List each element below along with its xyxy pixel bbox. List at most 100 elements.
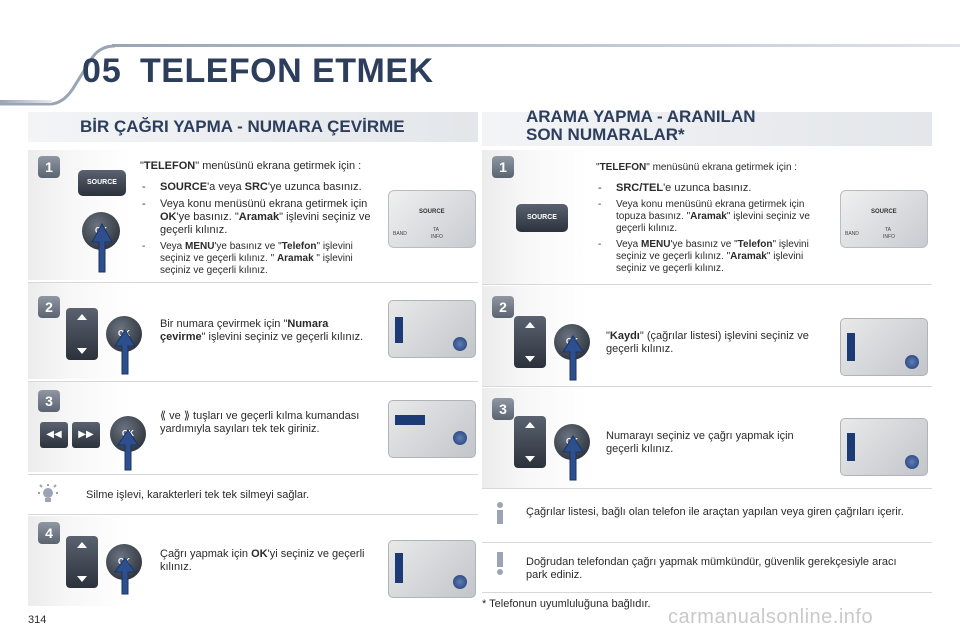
left-step3-number: 3 — [38, 390, 60, 412]
radio-source-label: SOURCE — [871, 209, 897, 215]
forward-glyph-icon: ⟫ — [183, 410, 190, 422]
info-icon — [497, 502, 503, 524]
warning-exclamation-icon — [497, 552, 503, 575]
left-section-band — [28, 112, 478, 142]
right-step3-number: 3 — [492, 398, 514, 420]
left-step1-bullet1: SOURCE'a veya SRC'ye uzunca basınız. — [140, 181, 380, 194]
right-step3-up-down-key — [514, 416, 546, 468]
forward-icon: ▶▶ — [78, 429, 94, 440]
left-step2-text: Bir numara çevirmek için "Numara çevirme… — [160, 318, 364, 343]
left-step4-arrow-icon — [114, 557, 136, 595]
right-info1-text: Çağrılar listesi, bağlı olan telefon ile… — [526, 506, 904, 518]
left-step1-row — [28, 150, 478, 283]
keypad-dial — [905, 455, 919, 469]
lightbulb-icon — [38, 484, 58, 502]
right-step2-keypad — [840, 318, 928, 376]
right-step1-row — [482, 150, 932, 285]
header-curve — [0, 44, 116, 106]
keypad-highlight — [395, 317, 403, 343]
left-step2-row — [28, 283, 478, 382]
down-arrow-icon — [77, 576, 87, 582]
left-step3-row — [28, 382, 478, 475]
left-step1-text: "TELEFON" menüsünü ekrana getirmek için … — [140, 160, 380, 281]
right-step3-text: Numarayı seçiniz ve çağrı yapmak için ge… — [606, 430, 794, 455]
right-step1-text: "TELEFON" menüsünü ekrana getirmek için … — [596, 162, 828, 279]
left-step4-keypad — [388, 540, 476, 598]
keypad-dial — [453, 337, 467, 351]
left-tip-text: Silme işlevi, karakterleri tek tek silme… — [86, 489, 310, 501]
up-arrow-icon — [525, 322, 535, 328]
right-step2-arrow-icon — [562, 335, 584, 381]
right-section-title-line2: SON NUMARALAR* — [526, 125, 685, 144]
radio-info-label: INFO — [883, 234, 895, 240]
right-section-band — [482, 112, 932, 146]
radio-ta-label: TA — [885, 227, 892, 233]
left-step4-number: 4 — [38, 522, 60, 544]
right-step1-bullet1: SRC/TEL'e uzunca basınız. — [596, 182, 828, 195]
left-tip-row — [28, 474, 478, 515]
left-step1-radio-panel: SOURCE BAND TA INFO — [388, 190, 476, 248]
right-step1-number: 1 — [492, 156, 514, 178]
keypad-highlight — [395, 415, 425, 425]
right-section-title-line1: ARAMA YAPMA - ARANILAN — [526, 107, 756, 126]
right-step2-text: "Kaydı" (çağrılar listesi) işlevini seçi… — [606, 330, 809, 355]
keypad-dial — [905, 355, 919, 369]
right-step2-row — [482, 286, 932, 387]
right-step1-source-key: SOURCE — [516, 204, 568, 232]
rewind-icon: ◀◀ — [46, 429, 62, 440]
down-arrow-icon — [525, 456, 535, 462]
right-step1-intro: "TELEFON" menüsünü ekrana getirmek için … — [596, 162, 798, 173]
left-step4-text: Çağrı yapmak için OK'yi seçiniz ve geçer… — [160, 548, 365, 573]
right-step2-number: 2 — [492, 296, 514, 318]
keypad-highlight — [847, 333, 855, 361]
right-info2-text: Doğrudan telefondan çağrı yapmak mümkünd… — [526, 556, 897, 581]
keypad-dial — [453, 575, 467, 589]
keypad-dial — [453, 431, 467, 445]
left-step2-keypad — [388, 300, 476, 358]
header-rule — [0, 100, 52, 103]
left-step1-number: 1 — [38, 156, 60, 178]
chapter-title: TELEFON ETMEK — [140, 52, 434, 90]
left-step3-keypad — [388, 400, 476, 458]
right-step1-bullet3: Veya MENU'ye basınız ve "Telefon" işlevi… — [596, 239, 828, 275]
up-arrow-icon — [77, 542, 87, 548]
right-step3-arrow-icon — [562, 435, 584, 481]
right-step1-radio-panel: SOURCE BAND TA INFO — [840, 190, 928, 248]
source-key-label: SOURCE — [527, 214, 557, 221]
left-step3-rewind-key: ◀◀ — [40, 422, 68, 448]
source-key-label: SOURCE — [87, 179, 117, 186]
radio-info-label: INFO — [431, 234, 443, 240]
rewind-glyph-icon: ⟪ — [160, 410, 167, 422]
left-step1-bullet2: Veya konu menüsünü ekrana getirmek için … — [140, 198, 380, 237]
page-number: 314 — [28, 614, 47, 626]
left-step1-arrow-icon — [91, 222, 113, 273]
chapter-number: 05 — [82, 52, 122, 90]
right-step1-bullet2: Veya konu menüsünü ekrana getirmek için … — [596, 199, 828, 235]
footnote: * Telefonun uyumluluğuna bağlıdır. — [482, 598, 651, 610]
right-step3-row — [482, 388, 932, 489]
left-step3-arrow-icon — [117, 429, 139, 471]
right-step3-keypad — [840, 418, 928, 476]
left-step4-up-down-key — [66, 536, 98, 588]
right-info1-row — [482, 490, 932, 543]
right-info2-row — [482, 544, 932, 593]
left-step2-arrow-icon — [114, 329, 136, 375]
left-section-title: BİR ÇAĞRI YAPMA - NUMARA ÇEVİRME — [80, 117, 405, 136]
left-step1-bullet3: Veya MENU'ye basınız ve "Telefon" işlevi… — [140, 241, 380, 277]
radio-band-label: BAND — [393, 231, 407, 237]
header-top-rule — [112, 44, 960, 47]
left-step3-forward-key: ▶▶ — [72, 422, 100, 448]
up-arrow-icon — [77, 314, 87, 320]
right-step2-up-down-key — [514, 316, 546, 368]
up-arrow-icon — [525, 422, 535, 428]
left-step1-intro: "TELEFON" menüsünü ekrana getirmek için … — [140, 160, 362, 172]
left-step2-number: 2 — [38, 296, 60, 318]
left-step3-text: ⟪ ve ⟫ tuşları ve geçerli kılma kumandas… — [160, 410, 360, 435]
radio-source-label: SOURCE — [419, 209, 445, 215]
left-step2-up-down-key — [66, 308, 98, 360]
down-arrow-icon — [525, 356, 535, 362]
watermark-text: carmanualsonline.info — [668, 606, 874, 628]
down-arrow-icon — [77, 348, 87, 354]
keypad-highlight — [395, 553, 403, 583]
radio-band-label: BAND — [845, 231, 859, 237]
